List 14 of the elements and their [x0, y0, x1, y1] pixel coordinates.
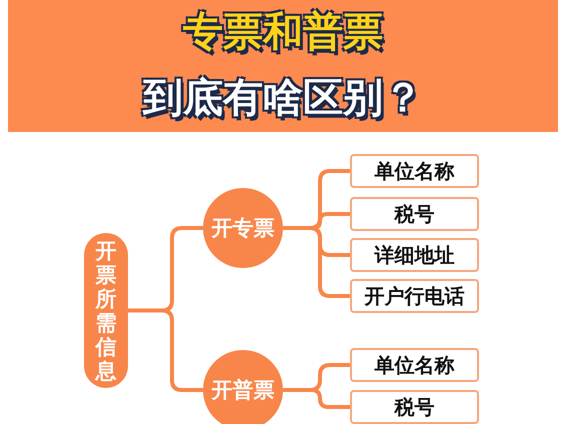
- topic-pill: 开票所需信息: [84, 233, 128, 388]
- subtitle: 到底有啥区别？: [143, 74, 423, 122]
- item-box: 开户行电话: [350, 279, 479, 313]
- title: 专票和普票: [183, 8, 383, 56]
- item-box: 详细地址: [350, 238, 479, 272]
- item-box: 税号: [350, 197, 479, 231]
- item-box: 单位名称: [350, 348, 479, 382]
- item-box: 单位名称: [350, 154, 479, 188]
- connector-line: [283, 226, 350, 298]
- connector-line: [283, 388, 350, 409]
- branch-circle: 开专票: [203, 188, 283, 268]
- connector-line: [128, 308, 203, 392]
- item-box: 税号: [350, 390, 479, 424]
- branch-circle: 开普票: [203, 350, 283, 424]
